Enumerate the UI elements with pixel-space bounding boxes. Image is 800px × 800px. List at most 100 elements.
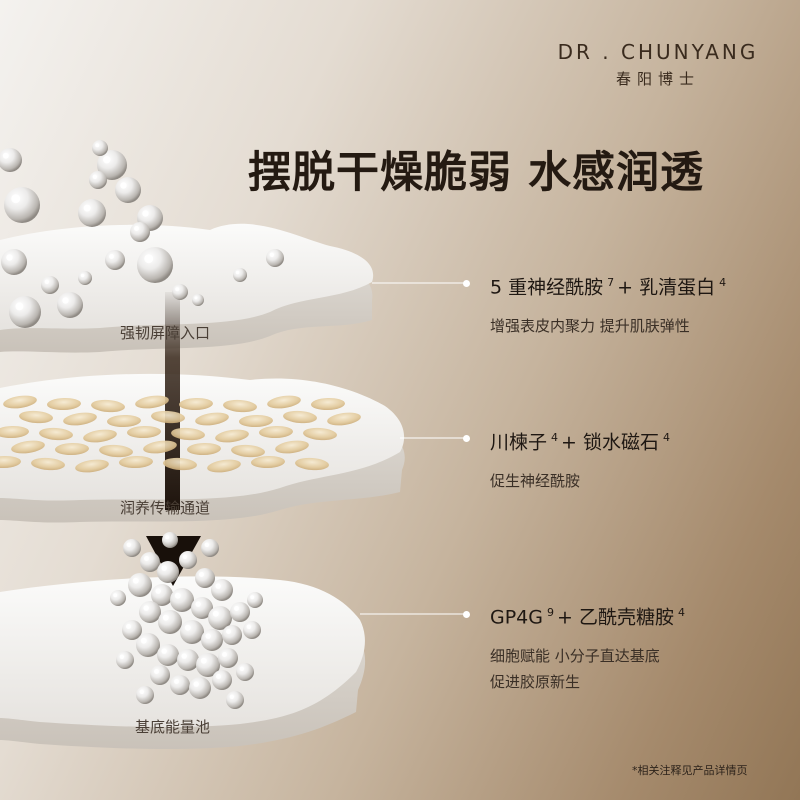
bubble-highlight (182, 554, 188, 560)
bubble-highlight (2, 152, 9, 159)
capsule-35 (163, 457, 197, 471)
feature-note-mark: 4 (662, 431, 670, 444)
down-arrow-icon (146, 536, 201, 586)
feature-note-mark: 7 (607, 276, 615, 289)
bubble-highlight (162, 614, 169, 621)
bubble-highlight (95, 143, 100, 148)
feature-title-extra: + 乙酰壳糖胺 (557, 606, 674, 629)
capsule-34 (119, 455, 153, 469)
bubble-highlight (144, 254, 154, 264)
bubble-highlight (250, 595, 255, 600)
bubble-highlight (126, 624, 131, 629)
bubble-48 (212, 670, 232, 690)
bubble-15 (1, 249, 27, 275)
bubble-42 (218, 648, 238, 668)
feature-title-main: 5 重神经酰胺 (490, 276, 604, 299)
bubble-2 (78, 199, 106, 227)
layer-label-channel: 润养传输通道 (120, 499, 211, 517)
capsule-3 (135, 395, 169, 409)
feature-desc-line: 促进胶原新生 (490, 673, 581, 692)
capsule-16 (0, 425, 29, 439)
bubble-17 (266, 249, 284, 267)
bubble-highlight (92, 174, 98, 180)
bubble-19 (192, 294, 204, 306)
feature-title-main: 川楝子 (490, 431, 548, 454)
capsule-17 (39, 427, 73, 441)
bubble-11 (105, 250, 125, 270)
bubble-39 (157, 644, 179, 666)
bubble-highlight (215, 583, 221, 589)
capsule-5 (223, 399, 257, 413)
capsule-29 (231, 444, 265, 458)
bubble-highlight (103, 156, 111, 164)
bubble-highlight (229, 694, 235, 700)
bubble-highlight (175, 287, 180, 292)
bubble-highlight (222, 652, 227, 657)
bubble-14 (9, 296, 41, 328)
capsule-28 (187, 442, 221, 456)
bubble-37 (122, 620, 142, 640)
bubble-51 (226, 691, 244, 709)
feature-note-mark: 4 (677, 606, 685, 619)
bubble-highlight (161, 565, 167, 571)
barrier-layer (0, 223, 374, 353)
capsule-12 (195, 412, 229, 426)
capsule-37 (251, 455, 285, 469)
bubble-highlight (165, 535, 170, 540)
bubble-36 (222, 625, 242, 645)
bubble-23 (179, 551, 197, 569)
bubble-highlight (174, 679, 179, 684)
layer-label-barrier: 强韧屏障入口 (120, 324, 211, 342)
feature-description: 增强表皮内聚力 提升肌肤弹性 (490, 313, 729, 339)
capsule-20 (171, 427, 205, 441)
feature-title-extra: + 乳清蛋白 (617, 276, 716, 299)
bubble-cluster (0, 140, 284, 709)
bubble-12 (57, 292, 83, 318)
bubble-highlight (246, 624, 252, 630)
bubble-highlight (140, 637, 147, 644)
capsule-cluster (0, 395, 361, 473)
feature-desc-line: 细胞赋能 小分子直达基底 (490, 647, 660, 666)
capsule-30 (275, 440, 309, 454)
capsule-31 (0, 455, 21, 469)
bubble-highlight (109, 254, 114, 259)
capsule-13 (239, 414, 273, 428)
feature-title-main: GP4G (490, 606, 543, 629)
bubble-40 (177, 649, 199, 671)
brand-name-cn: 春阳博士 (615, 70, 700, 88)
bubble-highlight (154, 669, 159, 674)
bubble-highlight (120, 182, 127, 189)
bubble-highlight (205, 633, 211, 639)
bubble-highlight (234, 606, 239, 611)
bubble-highlight (174, 592, 181, 599)
feature-desc-line: 增强表皮内聚力 提升肌肤弹性 (490, 317, 690, 336)
capsule-0 (3, 395, 37, 409)
bubble-highlight (119, 654, 125, 660)
bubble-43 (243, 621, 261, 639)
bubble-25 (211, 579, 233, 601)
bubble-highlight (143, 605, 149, 611)
capsule-26 (99, 444, 133, 458)
bubble-32 (139, 601, 161, 623)
bubble-highlight (269, 252, 275, 258)
bubble-highlight (216, 674, 221, 679)
bubble-highlight (194, 296, 198, 300)
capsule-23 (303, 427, 337, 441)
capsule-11 (151, 410, 185, 424)
capsule-19 (127, 425, 161, 439)
bubble-18 (233, 268, 247, 282)
capsule-32 (31, 457, 65, 471)
bubble-52 (110, 590, 126, 606)
bubble-20 (123, 539, 141, 557)
layer-label-base: 基底能量池 (135, 718, 211, 736)
bubble-21 (140, 552, 160, 572)
bubble-highlight (155, 588, 161, 594)
capsule-8 (19, 410, 53, 424)
bubble-31 (230, 602, 250, 622)
bubble-highlight (195, 601, 201, 607)
bubble-54 (162, 532, 178, 548)
capsule-9 (63, 412, 97, 426)
